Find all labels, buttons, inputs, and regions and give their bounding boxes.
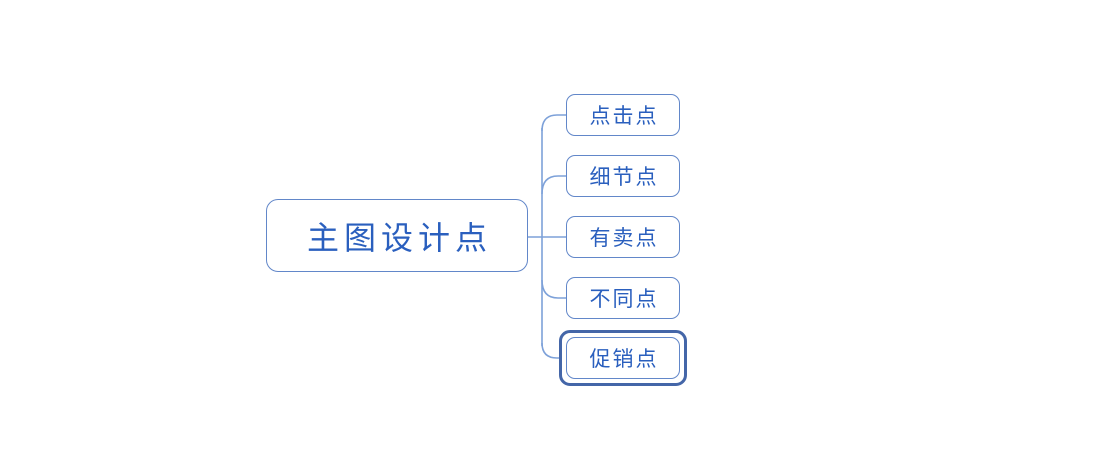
child-node-click-point[interactable]: 点击点	[566, 94, 680, 136]
child-node-label: 细节点	[589, 165, 659, 189]
connector-branch-4	[541, 279, 566, 299]
child-node-promotion-point[interactable]: 促销点	[566, 337, 680, 379]
child-node-difference-point[interactable]: 不同点	[566, 277, 680, 319]
connector-branch-1	[541, 114, 566, 132]
child-node-selling-point[interactable]: 有卖点	[566, 216, 680, 258]
connector-branch-2	[541, 175, 566, 195]
selection-outline	[559, 330, 687, 386]
child-node-detail-point[interactable]: 细节点	[566, 155, 680, 197]
connector-branch-5	[541, 342, 561, 359]
child-node-label: 促销点	[589, 347, 659, 371]
root-node[interactable]: 主图设计点	[266, 199, 528, 272]
child-node-label: 点击点	[589, 104, 659, 128]
child-node-label: 有卖点	[589, 226, 659, 250]
child-node-label: 不同点	[589, 287, 659, 311]
root-node-label: 主图设计点	[306, 219, 492, 256]
